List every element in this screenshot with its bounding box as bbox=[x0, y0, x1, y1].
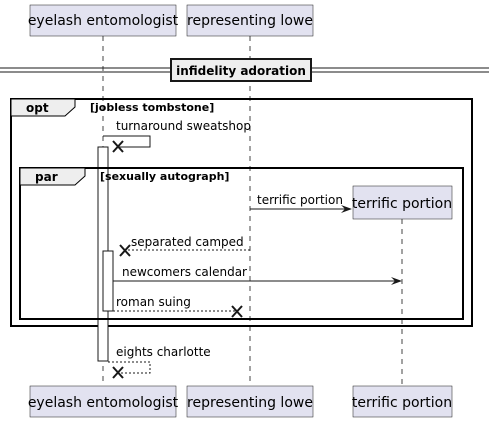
message-label: terrific portion bbox=[257, 193, 343, 207]
destroy-icon bbox=[231, 305, 243, 318]
message-label: eights charlotte bbox=[116, 345, 211, 359]
message-label: roman suing bbox=[116, 295, 191, 309]
fragment-par-condition: [sexually autograph] bbox=[100, 170, 229, 183]
message-newcomers-calendar[interactable]: newcomers calendar bbox=[113, 265, 402, 285]
participant-representing-lowe-bottom[interactable]: representing lowe bbox=[186, 385, 314, 418]
message-label: newcomers calendar bbox=[122, 265, 247, 279]
participant-eyelash-entomologist-bottom[interactable]: eyelash entomologist bbox=[28, 385, 179, 418]
activation-bar-inner bbox=[102, 250, 114, 312]
divider-label: infidelity adoration bbox=[176, 64, 306, 78]
message-label: separated camped bbox=[131, 235, 244, 249]
message-roman-suing[interactable]: roman suing bbox=[113, 295, 243, 318]
destroy-icon bbox=[119, 244, 131, 257]
destroy-icon bbox=[112, 366, 124, 379]
fragment-par-keyword: par bbox=[35, 170, 58, 184]
arrow-head-icon bbox=[391, 277, 402, 285]
divider: infidelity adoration bbox=[0, 58, 489, 82]
fragment-opt-keyword: opt bbox=[26, 101, 49, 115]
participant-label: representing lowe bbox=[187, 395, 313, 411]
destroy-icon bbox=[112, 140, 124, 153]
message-eights-charlotte[interactable]: eights charlotte bbox=[108, 345, 211, 379]
fragment-par: par [sexually autograph] bbox=[19, 167, 464, 320]
participant-eyelash-entomologist-top[interactable]: eyelash entomologist bbox=[28, 4, 179, 37]
participant-representing-lowe-top[interactable]: representing lowe bbox=[186, 4, 314, 37]
message-label: turnaround sweatshop bbox=[116, 119, 251, 133]
message-separated-camped[interactable]: separated camped bbox=[119, 235, 250, 257]
fragment-opt-condition: [jobless tombstone] bbox=[90, 101, 214, 114]
message-turnaround-sweatshop[interactable]: turnaround sweatshop bbox=[103, 119, 251, 153]
participant-label: terrific portion bbox=[352, 196, 452, 212]
message-terrific-portion-create[interactable]: terrific portion bbox=[250, 193, 352, 213]
arrow-head-icon bbox=[341, 205, 352, 213]
participant-terrific-portion-created[interactable]: terrific portion bbox=[352, 185, 453, 220]
participant-label: terrific portion bbox=[352, 395, 452, 411]
participant-terrific-portion-bottom[interactable]: terrific portion bbox=[352, 385, 453, 418]
participant-label: representing lowe bbox=[187, 13, 313, 29]
participant-label: eyelash entomologist bbox=[28, 13, 179, 29]
participant-label: eyelash entomologist bbox=[28, 395, 179, 411]
fragment-opt: opt [jobless tombstone] bbox=[10, 98, 473, 327]
